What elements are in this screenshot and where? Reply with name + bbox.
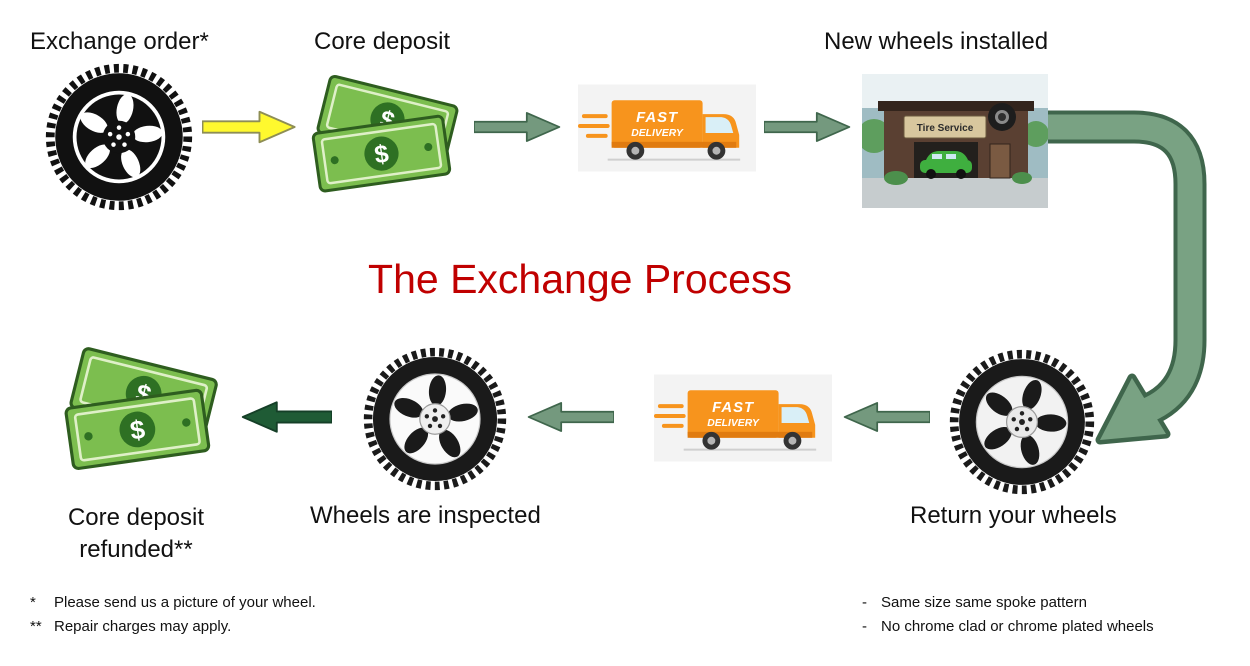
delivery-truck-icon: FAST DELIVERY: [654, 374, 832, 462]
footnote-marker: -: [862, 594, 867, 611]
footnote-text: No chrome clad or chrome plated wheels: [881, 618, 1154, 635]
footnote-text: Please send us a picture of your wheel.: [54, 594, 316, 611]
footnote-marker: **: [30, 618, 42, 635]
white-wheel-icon: [949, 349, 1095, 495]
footnotes-left: * Please send us a picture of your wheel…: [30, 594, 316, 642]
footnote: - No chrome clad or chrome plated wheels: [862, 618, 1154, 635]
shop-sign-text: Tire Service: [917, 123, 974, 134]
green-arrow-left-icon: [843, 402, 930, 432]
truck-delivery-text: DELIVERY: [707, 418, 760, 429]
delivery-truck-icon: FAST DELIVERY: [578, 84, 756, 172]
label-new-wheels-installed: New wheels installed: [824, 28, 1049, 55]
truck-fast-text: FAST: [712, 400, 755, 416]
money-icon: $ $: [311, 74, 459, 193]
green-arrow-left-icon: [527, 402, 614, 432]
white-wheel-icon: [363, 347, 507, 491]
footnote: ** Repair charges may apply.: [30, 618, 316, 635]
footnote-text: Same size same spoke pattern: [881, 594, 1087, 611]
label-core-deposit-refunded-line2: refunded**: [79, 536, 193, 564]
footnote-marker: -: [862, 618, 867, 635]
dollar-sign: $: [373, 140, 391, 170]
tire-shop-icon: Tire Service: [862, 74, 1048, 208]
footnote-marker: *: [30, 594, 36, 611]
truck-delivery-text: DELIVERY: [631, 128, 684, 139]
label-return-your-wheels: Return your wheels: [910, 502, 1117, 529]
label-core-deposit-refunded-line1: Core deposit: [67, 504, 205, 531]
dollar-sign: $: [128, 414, 147, 446]
label-exchange-order: Exchange order*: [30, 28, 209, 55]
truck-fast-text: FAST: [636, 110, 679, 126]
label-wheels-are-inspected: Wheels are inspected: [310, 502, 541, 529]
label-core-deposit-refunded: Core deposit refunded**: [30, 502, 242, 567]
page-title: The Exchange Process: [368, 256, 792, 302]
green-arrow-icon: [764, 112, 851, 142]
footnote: - Same size same spoke pattern: [862, 594, 1154, 611]
dark-green-arrow-left-icon: [241, 401, 332, 433]
curved-arrow-icon: [1048, 110, 1207, 445]
footnote: * Please send us a picture of your wheel…: [30, 594, 316, 611]
yellow-arrow-icon: [202, 110, 296, 144]
footnotes-right: - Same size same spoke pattern - No chro…: [862, 594, 1154, 642]
footnote-text: Repair charges may apply.: [54, 618, 232, 635]
label-core-deposit: Core deposit: [314, 28, 451, 55]
green-arrow-icon: [474, 112, 561, 142]
money-icon: $ $: [64, 347, 218, 471]
black-wheel-icon: [45, 63, 193, 211]
